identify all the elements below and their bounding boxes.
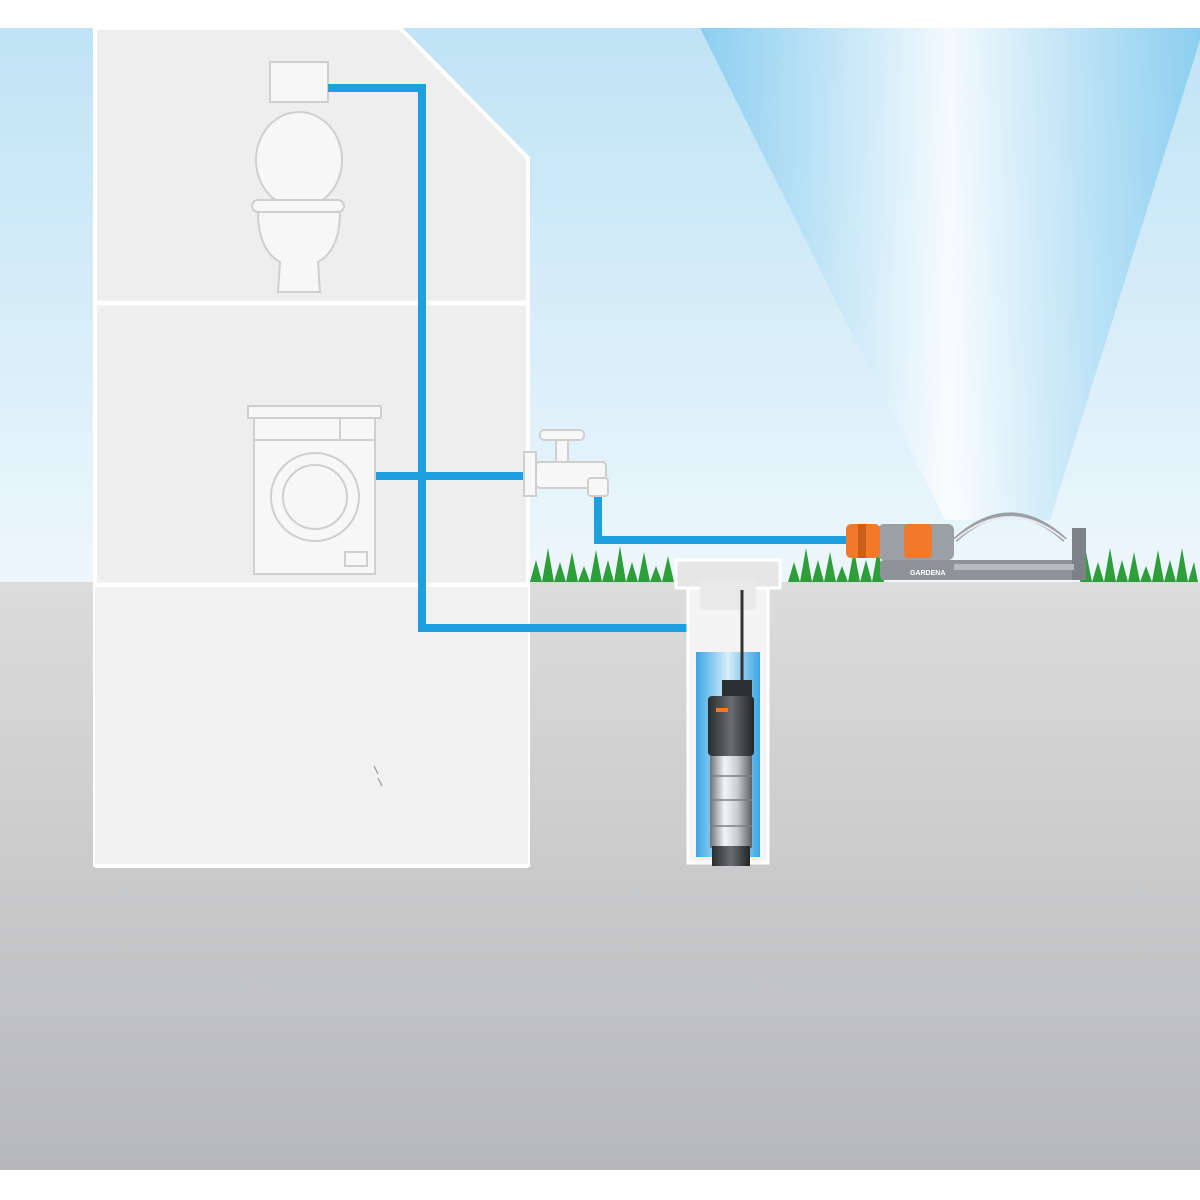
tap-wall-plate	[523, 451, 537, 497]
pump-accent-stripe	[716, 708, 728, 712]
outdoor-tap-icon	[523, 429, 609, 497]
basement-mark	[373, 765, 383, 787]
washer-top	[247, 405, 382, 419]
washer-door-inner	[282, 464, 348, 530]
pump-intake	[712, 846, 750, 866]
toilet-tank	[269, 61, 329, 103]
sprinkler-end-post	[1072, 528, 1086, 580]
sprinkler-arm-highlight	[954, 516, 1066, 541]
toilet-icon	[251, 61, 345, 293]
tap-spout	[587, 477, 609, 497]
toilet-lid	[255, 111, 343, 209]
pipe-tap-to-sprinkler	[594, 492, 848, 544]
oscillating-sprinkler: GARDENA	[846, 512, 1086, 580]
washing-machine-icon	[247, 405, 382, 575]
grass-right	[788, 548, 1198, 582]
sprinkler-spray	[700, 28, 1200, 520]
sprinkler-brand-label: GARDENA	[910, 570, 945, 577]
sprinkler-rail	[954, 564, 1074, 570]
hose-connector-band	[858, 524, 866, 558]
grass	[530, 546, 1198, 582]
sprinkler-orange-cap	[904, 524, 932, 558]
well-shaft	[700, 580, 756, 610]
tap-handle	[539, 429, 585, 441]
washer-dial	[344, 551, 368, 567]
pump-body	[710, 756, 752, 848]
submersible-pump	[708, 680, 754, 866]
house	[93, 26, 530, 868]
pump-connector	[722, 680, 752, 698]
grass-left	[530, 546, 674, 582]
basement-fill	[95, 587, 528, 865]
toilet-base	[256, 211, 342, 293]
pipe-to-toilet	[328, 84, 426, 628]
pump-head	[708, 696, 754, 756]
toilet-seat	[251, 199, 345, 213]
tap-stem	[555, 439, 569, 463]
